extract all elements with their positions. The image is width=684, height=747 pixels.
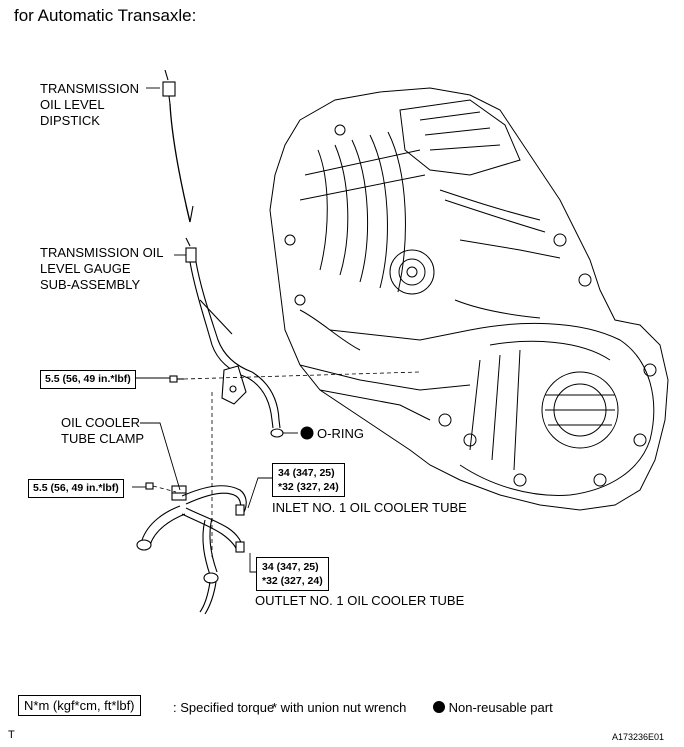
- engine-assembly: [269, 87, 669, 511]
- non-reusable-dot: [300, 426, 314, 440]
- legend-non-reusable: Non-reusable part: [433, 700, 553, 715]
- clamp-bolt-dash: [152, 485, 177, 493]
- figure-code: A173236E01: [612, 732, 665, 742]
- page-heading: for Automatic Transaxle:: [14, 6, 197, 25]
- outlet-torque-leader: [249, 553, 256, 573]
- gauge-label: TRANSMISSION OIL LEVEL GAUGE SUB-ASSEMBL…: [40, 245, 164, 292]
- dipstick-part: [162, 69, 194, 223]
- clamp-bolt-torque-box: 5.5 (56, 49 in.*lbf): [28, 479, 124, 498]
- inlet-torque-leader: [247, 477, 272, 509]
- gauge-tube-part: [185, 237, 281, 429]
- gauge-bolt-dash: [183, 371, 421, 380]
- clamp-leader: [140, 422, 181, 491]
- cooler-tubes: [136, 482, 247, 615]
- gauge-bolt: [169, 375, 184, 383]
- dipstick-label: TRANSMISSION OIL LEVEL DIPSTICK: [40, 81, 139, 128]
- o-ring-part: [270, 428, 284, 438]
- outlet-tube-label: OUTLET NO. 1 OIL COOLER TUBE: [255, 593, 465, 608]
- outlet-torque-box: 34 (347, 25) *32 (327, 24): [256, 557, 329, 591]
- gauge-bolt-torque-box: 5.5 (56, 49 in.*lbf): [40, 370, 136, 389]
- o-ring-label: O-RING: [317, 426, 364, 441]
- inlet-tube-label: INLET NO. 1 OIL COOLER TUBE: [272, 500, 467, 515]
- non-reusable-legend-dot: [433, 701, 445, 713]
- footer-left: T: [8, 729, 15, 741]
- legend-union-nut: * with union nut wrench: [272, 700, 407, 715]
- legend-torque-unit-box: N*m (kgf*cm, ft*lbf): [18, 695, 141, 716]
- inlet-torque-box: 34 (347, 25) *32 (327, 24): [272, 463, 345, 497]
- clamp-label: OIL COOLER TUBE CLAMP: [61, 415, 145, 446]
- legend-non-reusable-text: Non-reusable part: [448, 700, 553, 715]
- legend-torque-desc: : Specified torque: [173, 700, 275, 715]
